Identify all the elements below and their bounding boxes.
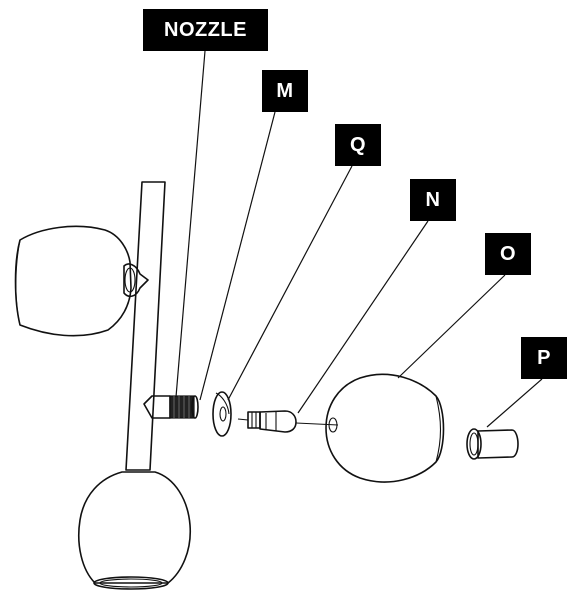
callout-p: P [521,337,567,379]
callout-n: N [410,179,456,221]
lower-shade [77,471,192,590]
washer-part [212,391,232,437]
tube-part [466,428,519,460]
upper-left-shade [14,225,149,337]
callout-o: O [485,233,531,275]
callout-q: Q [335,124,381,166]
leader-lines [175,50,543,428]
callout-nozzle: NOZZLE [143,9,268,51]
nozzle-part [143,395,199,419]
bulb-part [237,410,297,433]
callout-m: M [262,70,308,112]
stem-rod [125,181,166,471]
right-shade [325,373,445,483]
